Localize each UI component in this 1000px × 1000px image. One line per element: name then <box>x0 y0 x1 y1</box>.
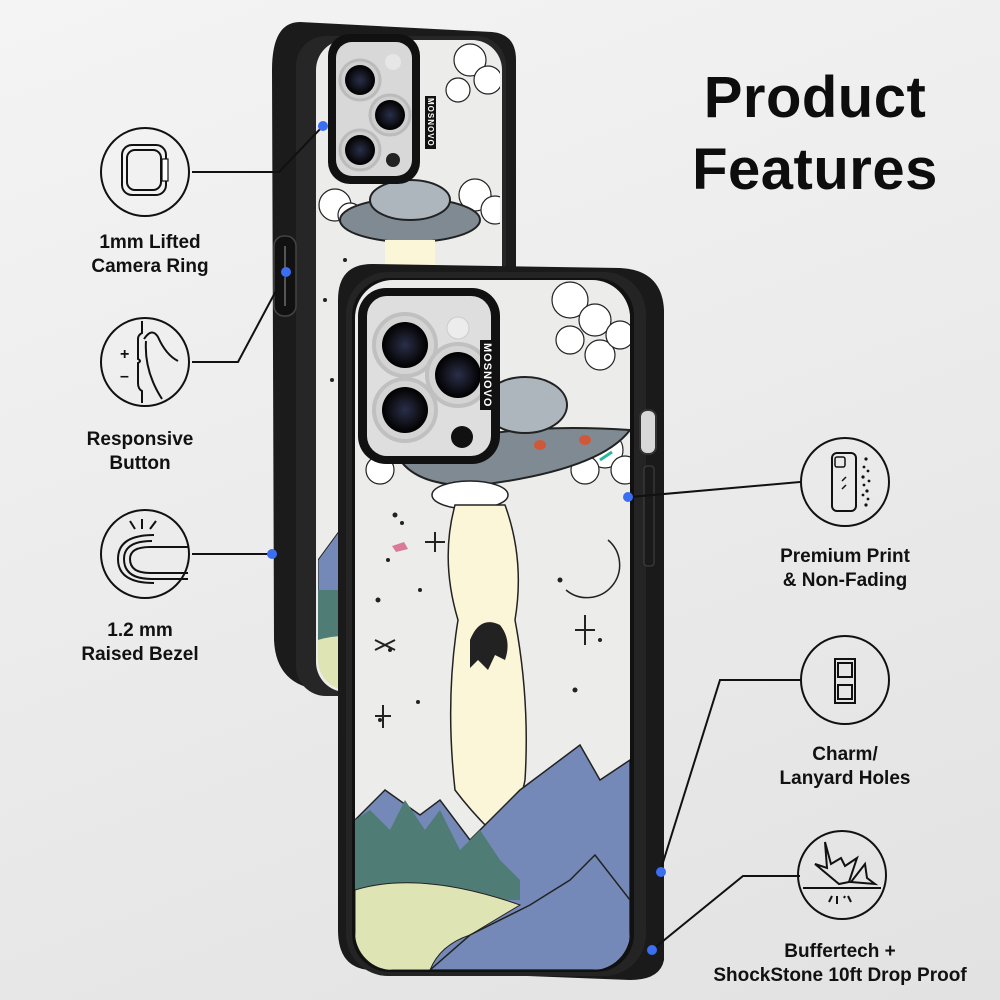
callout-dot-responsive-button <box>281 267 291 277</box>
callout-line-premium-print <box>629 481 801 498</box>
callout-line-drop-proof <box>651 875 800 951</box>
title-line-1: Product <box>703 65 927 130</box>
phone-print-icon <box>800 437 890 527</box>
side-button-icon: + – <box>100 317 190 407</box>
callout-dot-drop-proof <box>647 945 657 955</box>
feature-label-premium-print: Premium Print & Non-Fading <box>780 546 910 591</box>
front-phone-case <box>338 264 664 980</box>
camera-ring-icon <box>100 127 190 217</box>
callout-dot-premium-print <box>623 492 633 502</box>
svg-text:+: + <box>120 346 129 363</box>
case-logo-back: MOSNOVO <box>425 96 436 149</box>
page-title: Product Features <box>650 62 980 206</box>
bezel-edge-icon <box>100 509 190 599</box>
callout-dot-camera-ring <box>318 121 328 131</box>
callout-dot-lanyard-holes <box>656 867 666 877</box>
feature-label-drop-proof: Buffertech + ShockStone 10ft Drop Proof <box>713 941 967 986</box>
callout-line-responsive-button <box>192 271 287 363</box>
feature-label-responsive-button: Responsive Button <box>86 429 194 474</box>
title-line-2: Features <box>692 137 938 202</box>
callout-line-camera-ring <box>192 126 323 173</box>
feature-label-raised-bezel: 1.2 mm Raised Bezel <box>81 620 199 665</box>
case-logo-front: MOSNOVO <box>480 340 494 411</box>
impact-icon <box>797 830 887 920</box>
callout-dot-raised-bezel <box>267 549 277 559</box>
feature-label-camera-ring: 1mm Lifted Camera Ring <box>91 232 209 277</box>
lanyard-hole-icon <box>800 635 890 725</box>
svg-text:–: – <box>120 368 129 385</box>
feature-label-lanyard-holes: Charm/ Lanyard Holes <box>779 744 911 789</box>
